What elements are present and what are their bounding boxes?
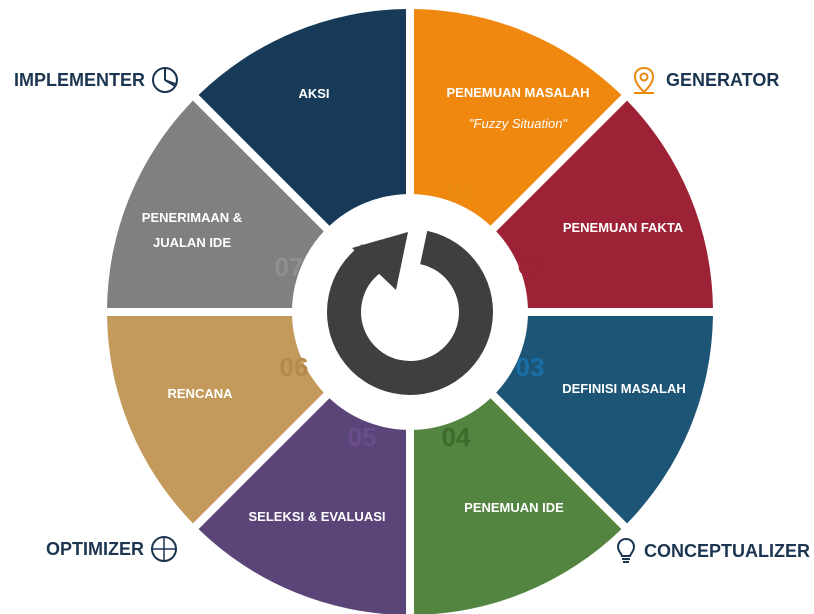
segment-label: PENEMUAN MASALAH [447, 85, 590, 100]
generator-label: GENERATOR [666, 69, 780, 90]
segment-label-line2: JUALAN IDE [153, 235, 231, 250]
step-number: 04 [442, 422, 471, 452]
step-number: 07 [275, 252, 304, 282]
segment-label: RENCANA [168, 386, 234, 401]
step-number: 03 [516, 352, 545, 382]
segment-plan [107, 315, 324, 524]
step-number: 05 [348, 422, 377, 452]
segment-label: AKSI [298, 86, 329, 101]
segment-fact-finding [496, 100, 713, 309]
step-number: 02 [518, 250, 547, 280]
segment-label: PENEMUAN FAKTA [563, 220, 684, 235]
segment-label: PENEMUAN IDE [464, 500, 564, 515]
pie-chart-icon [149, 64, 181, 96]
optimizer-label: OPTIMIZER [46, 538, 144, 559]
segment-sublabel: "Fuzzy Situation" [469, 116, 568, 131]
cycle-arrow-icon [327, 228, 493, 395]
segment-selection-evaluation [198, 398, 407, 614]
crosshair-icon [148, 533, 180, 565]
optimizer-role: OPTIMIZER [46, 533, 180, 565]
step-number: 01 [447, 176, 476, 206]
conceptualizer-label: CONCEPTUALIZER [644, 540, 810, 561]
lightbulb-icon [610, 535, 642, 567]
segment-label: SELEKSI & EVALUASI [248, 509, 385, 524]
conceptualizer-role: CONCEPTUALIZER [610, 535, 810, 567]
segment-idea-finding [413, 398, 622, 614]
segment-problem-definition [496, 315, 713, 524]
generator-role: GENERATOR [628, 64, 779, 96]
location-pin-icon [628, 64, 660, 96]
implementer-role: IMPLEMENTER [14, 64, 181, 96]
segment-problem-finding [413, 9, 622, 226]
segment-action [198, 9, 407, 226]
segment-acceptance [107, 100, 324, 309]
segment-label: PENERIMAAN & [142, 210, 242, 225]
implementer-label: IMPLEMENTER [14, 69, 146, 90]
segment-label: DEFINISI MASALAH [562, 381, 686, 396]
step-number: 08 [348, 176, 377, 206]
step-number: 06 [280, 352, 309, 382]
